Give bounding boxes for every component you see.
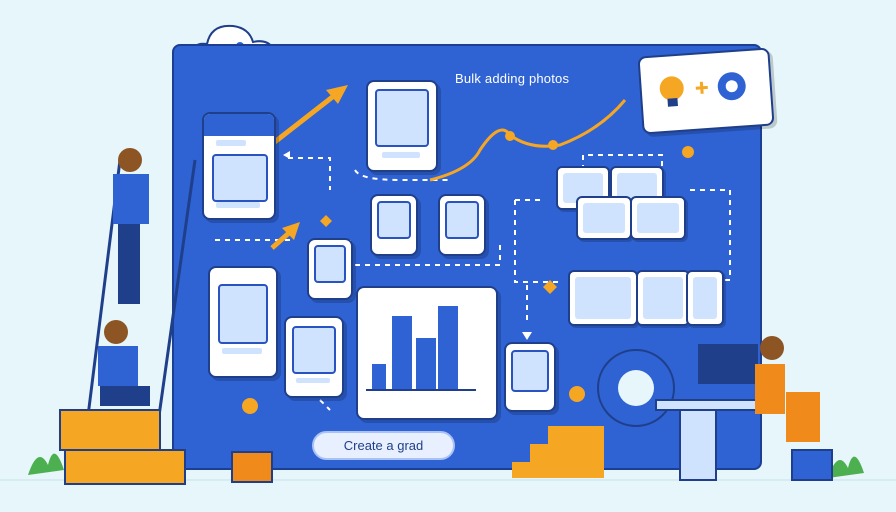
- plus-icon: [695, 81, 708, 94]
- landscape-tile[interactable]: [568, 270, 638, 326]
- photo-card[interactable]: [370, 194, 418, 256]
- board-title: Bulk adding photos: [455, 71, 570, 86]
- help-tile[interactable]: [630, 196, 686, 240]
- profile-photo: [377, 201, 411, 239]
- chart-card[interactable]: [356, 286, 498, 420]
- create-grad-button[interactable]: Create a grad: [312, 431, 455, 460]
- bar-chart-graphic: [366, 306, 476, 391]
- profile-photo: [218, 284, 268, 344]
- profile-photo: [212, 154, 268, 202]
- flower-pot-left: [231, 398, 273, 483]
- profile-photo: [375, 89, 429, 147]
- gear-small-tile[interactable]: [686, 270, 724, 326]
- profile-photo: [314, 245, 346, 283]
- boxes: [59, 409, 186, 485]
- photo-card[interactable]: [366, 80, 438, 172]
- bin: [791, 449, 833, 481]
- photo-card[interactable]: [307, 238, 353, 300]
- climbing-person: [113, 148, 149, 304]
- gear-icon: [717, 72, 746, 101]
- photo-card[interactable]: [208, 266, 278, 378]
- steps: [512, 386, 604, 478]
- photo-card[interactable]: [504, 342, 556, 412]
- settings-tile[interactable]: [636, 270, 690, 326]
- profile-photo: [511, 350, 549, 392]
- left-plant: [28, 453, 64, 475]
- sitting-person: [98, 320, 150, 406]
- right-plant: [828, 456, 864, 478]
- desk-person: [755, 336, 820, 442]
- lightbulb-icon: [659, 76, 684, 107]
- profile-photo: [445, 201, 479, 239]
- clipboard-card[interactable]: [202, 112, 276, 220]
- profile-photo: [292, 326, 336, 374]
- photo-card[interactable]: [284, 316, 344, 398]
- idea-card[interactable]: [637, 47, 775, 135]
- photo-card[interactable]: [438, 194, 486, 256]
